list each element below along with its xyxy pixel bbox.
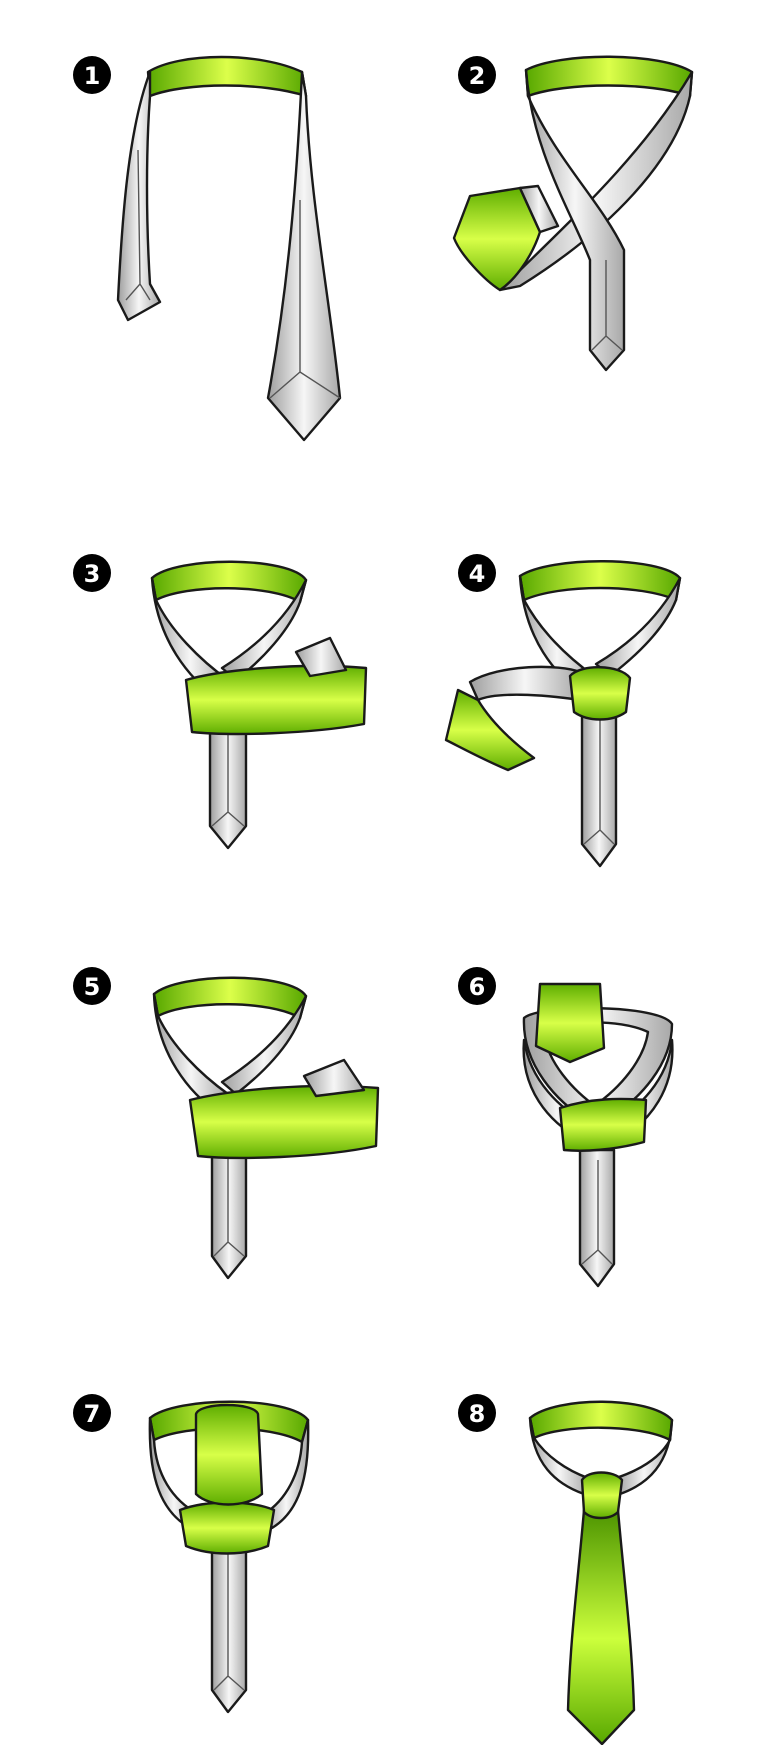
tie-illustration-step-6	[522, 982, 674, 1288]
tie-illustration-step-7	[148, 1400, 310, 1714]
step-1: 1	[73, 55, 342, 442]
step-number-7: 7	[84, 1400, 101, 1428]
step-number-6: 6	[469, 973, 486, 1001]
step-number-5: 5	[84, 973, 101, 1001]
step-8: 8	[458, 1394, 674, 1745]
step-5: 5	[73, 967, 380, 1280]
step-badge-4: 4	[458, 554, 496, 592]
tie-illustration-step-8	[528, 1400, 674, 1745]
step-badge-8: 8	[458, 1394, 496, 1432]
step-badge-6: 6	[458, 967, 496, 1005]
tie-illustration-step-2	[452, 55, 694, 372]
step-number-3: 3	[84, 560, 101, 588]
step-badge-2: 2	[458, 56, 496, 94]
step-badge-5: 5	[73, 967, 111, 1005]
step-number-8: 8	[469, 1400, 486, 1428]
step-number-4: 4	[469, 560, 486, 588]
tie-illustration-step-5	[152, 976, 380, 1280]
step-3: 3	[73, 554, 368, 850]
step-number-1: 1	[84, 62, 101, 90]
tie-illustration-step-3	[150, 560, 368, 850]
step-number-2: 2	[469, 62, 486, 90]
step-7: 7	[73, 1394, 310, 1714]
step-badge-7: 7	[73, 1394, 111, 1432]
step-2: 2	[452, 55, 694, 372]
tie-illustration-step-1	[116, 55, 342, 442]
step-6: 6	[458, 967, 674, 1288]
tie-illustration-step-4	[444, 560, 682, 868]
step-4: 4	[444, 554, 682, 868]
step-badge-1: 1	[73, 56, 111, 94]
step-badge-3: 3	[73, 554, 111, 592]
